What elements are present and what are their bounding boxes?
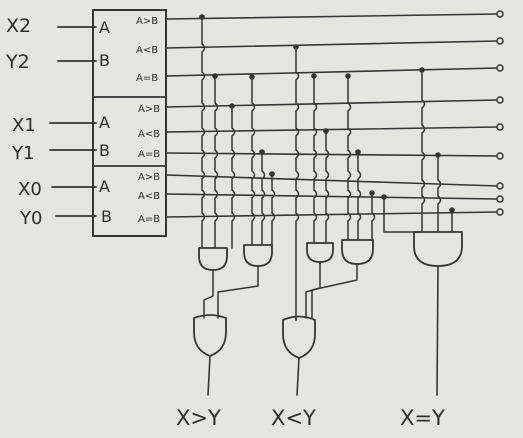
and-gate <box>198 247 228 271</box>
junction-dot <box>449 207 455 213</box>
and-gate <box>243 244 273 267</box>
vertical-taps <box>201 16 453 321</box>
or-gate <box>282 315 316 359</box>
junction-dot <box>259 149 265 155</box>
junction-dot <box>249 74 255 80</box>
junction-dot <box>269 171 275 177</box>
pin-a-label: A <box>99 177 110 196</box>
pin-a-label: A <box>99 18 110 37</box>
input-labels: X2 Y2 X1 Y1 X0 Y0 <box>5 15 42 229</box>
input-label-y0: Y0 <box>19 208 42 229</box>
pin-a-label: A <box>99 113 110 132</box>
terminal-circle <box>496 152 504 160</box>
junction-dot <box>381 194 387 200</box>
result-labels: X>Y X<Y X=Y <box>176 406 445 430</box>
pin-a-lt-b-label: A<B <box>138 191 160 202</box>
junction-dot <box>355 149 361 155</box>
result-label-x-lt-y: X<Y <box>271 406 316 430</box>
terminal-circle <box>496 37 504 45</box>
pin-b-label: B <box>101 207 112 226</box>
junction-dot <box>323 128 329 134</box>
junction-dot <box>293 44 299 50</box>
pin-a-lt-b-label: A<B <box>136 45 158 56</box>
output-bus-lines <box>165 10 504 218</box>
junction-dot <box>419 67 425 73</box>
junction-dot <box>311 73 317 79</box>
pin-a-gt-b-label: A>B <box>136 16 158 27</box>
pin-a-lt-b-label: A<B <box>138 129 160 140</box>
pin-a-eq-b-label: A=B <box>138 214 160 225</box>
junction-dot <box>369 190 375 196</box>
or-gates <box>193 314 316 359</box>
input-label-y1: Y1 <box>11 143 34 164</box>
junction-dot <box>229 103 235 109</box>
input-label-y2: Y2 <box>5 51 30 73</box>
input-lines <box>49 26 97 217</box>
result-label-x-gt-y: X>Y <box>176 406 221 430</box>
input-label-x1: X1 <box>12 115 36 136</box>
junction-dot <box>345 73 351 79</box>
and-gate <box>413 231 463 267</box>
terminal-circle <box>496 195 504 203</box>
input-label-x0: X0 <box>18 179 42 200</box>
terminal-circle <box>496 182 504 190</box>
pin-a-eq-b-label: A=B <box>136 73 158 84</box>
pin-b-label: B <box>99 141 110 160</box>
and-gate <box>306 242 334 263</box>
terminal-circle <box>496 64 504 72</box>
junction-dots <box>199 14 455 213</box>
pin-a-gt-b-label: A>B <box>138 172 160 183</box>
pin-a-gt-b-label: A>B <box>138 104 160 115</box>
pin-b-label: B <box>99 51 110 70</box>
result-lines <box>207 265 439 396</box>
result-label-x-eq-y: X=Y <box>400 406 445 430</box>
or-gate <box>193 314 227 357</box>
junction-dot <box>199 14 205 20</box>
and-gates <box>198 231 463 271</box>
input-label-x2: X2 <box>6 15 31 37</box>
terminal-circle <box>496 96 504 104</box>
chip-input-pins: A B A B A B <box>99 18 112 226</box>
chip-output-pins: A>B A<B A=B A>B A<B A=B A>B A<B A=B <box>136 16 160 225</box>
gate-interconnect <box>203 261 358 321</box>
and-gate <box>341 239 374 265</box>
junction-dot <box>435 152 441 158</box>
terminal-circle <box>496 208 504 216</box>
terminal-circle <box>496 10 504 18</box>
pin-a-eq-b-label: A=B <box>138 149 160 160</box>
terminal-circle <box>496 123 504 131</box>
junction-dot <box>212 73 218 79</box>
